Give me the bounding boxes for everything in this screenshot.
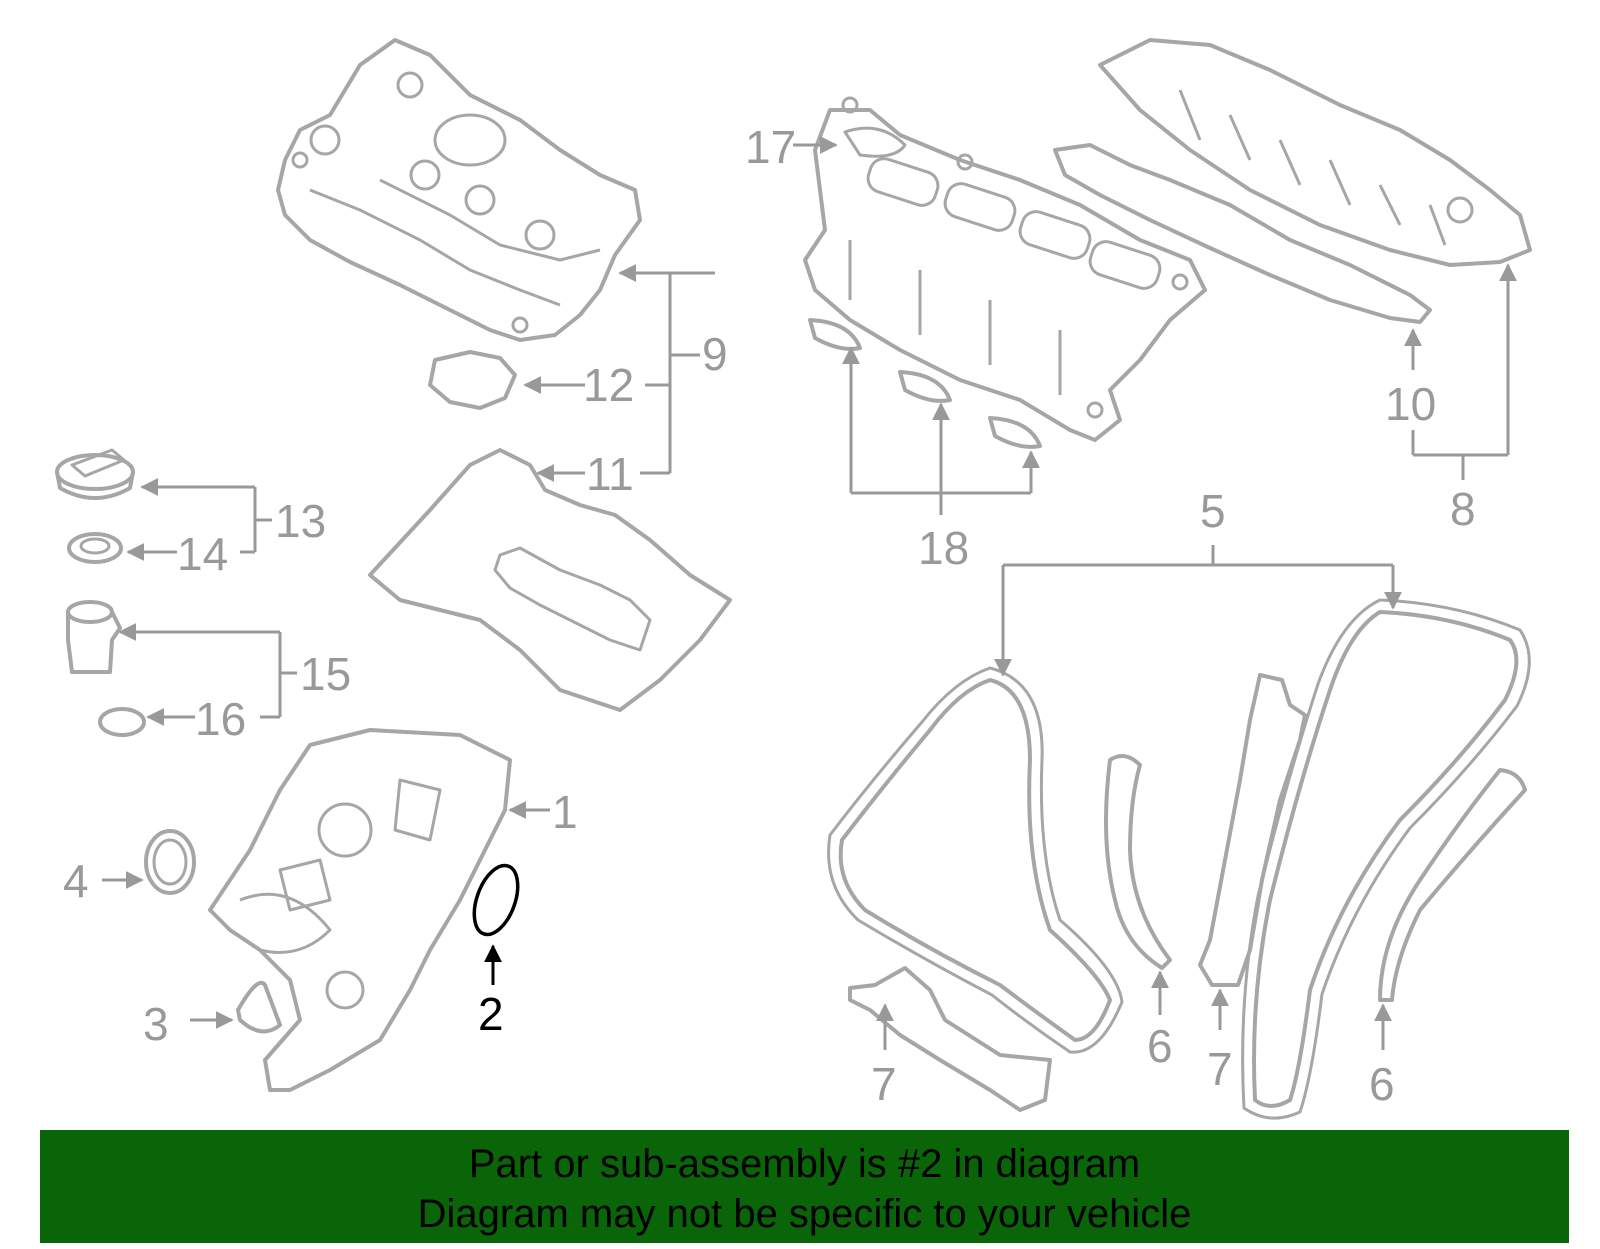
part-4-seal [144,829,196,895]
part-16-o-ring [98,707,146,737]
part-5-timing-chain-right [1241,598,1531,1120]
info-banner: Part or sub-assembly is #2 in diagram Di… [40,1130,1569,1243]
callout-8: 8 [1450,483,1476,535]
part-6-chain-guide-right [1378,768,1527,1002]
callout-7-left: 7 [871,1058,897,1110]
callout-15: 15 [300,648,351,700]
part-14-seal [67,532,123,564]
part-6-chain-guide-left [1104,754,1172,970]
part-7-tensioner-arm-center [1198,673,1307,987]
part-11-valve-cover-gasket [368,448,732,712]
part-12-gasket [428,350,517,410]
callout-11: 11 [586,448,634,500]
banner-line-2: Diagram may not be specific to your vehi… [417,1192,1192,1236]
callout-2-highlighted: 2 [478,988,504,1040]
callout-4: 4 [63,855,89,907]
callout-10: 10 [1385,378,1436,430]
part-9-cylinder-head-cover [276,38,642,342]
callout-3: 3 [143,998,169,1050]
callout-7-center: 7 [1207,1043,1233,1095]
part-8-cover [1098,38,1532,267]
part-18-intake-gaskets [808,318,1042,449]
part-2-o-ring-highlighted [472,863,520,937]
part-5-timing-chain-left [827,666,1124,1054]
callout-16: 16 [195,693,246,745]
callout-18: 18 [918,522,969,574]
callout-1: 1 [552,786,578,838]
callout-6-left: 6 [1147,1020,1173,1072]
leader-lines [102,136,1517,1050]
part-13-oil-filler-cap [55,448,135,500]
part-17-intake-manifold [803,96,1207,442]
callout-9: 9 [702,328,728,380]
callout-12: 12 [583,359,634,411]
callout-14: 14 [177,528,228,580]
part-1-timing-cover [208,728,512,1092]
callout-17: 17 [745,121,796,173]
callout-labels: 9 12 11 13 14 15 16 1 4 2 3 17 18 10 8 5… [63,121,1476,1110]
callout-5: 5 [1200,485,1226,537]
banner-line-1: Part or sub-assembly is #2 in diagram [468,1142,1141,1186]
part-3-plug [236,980,282,1034]
part-15-filler-neck [66,600,122,674]
callout-13: 13 [275,495,326,547]
part-10-gasket [1053,143,1432,324]
callout-6-right: 6 [1369,1058,1395,1110]
